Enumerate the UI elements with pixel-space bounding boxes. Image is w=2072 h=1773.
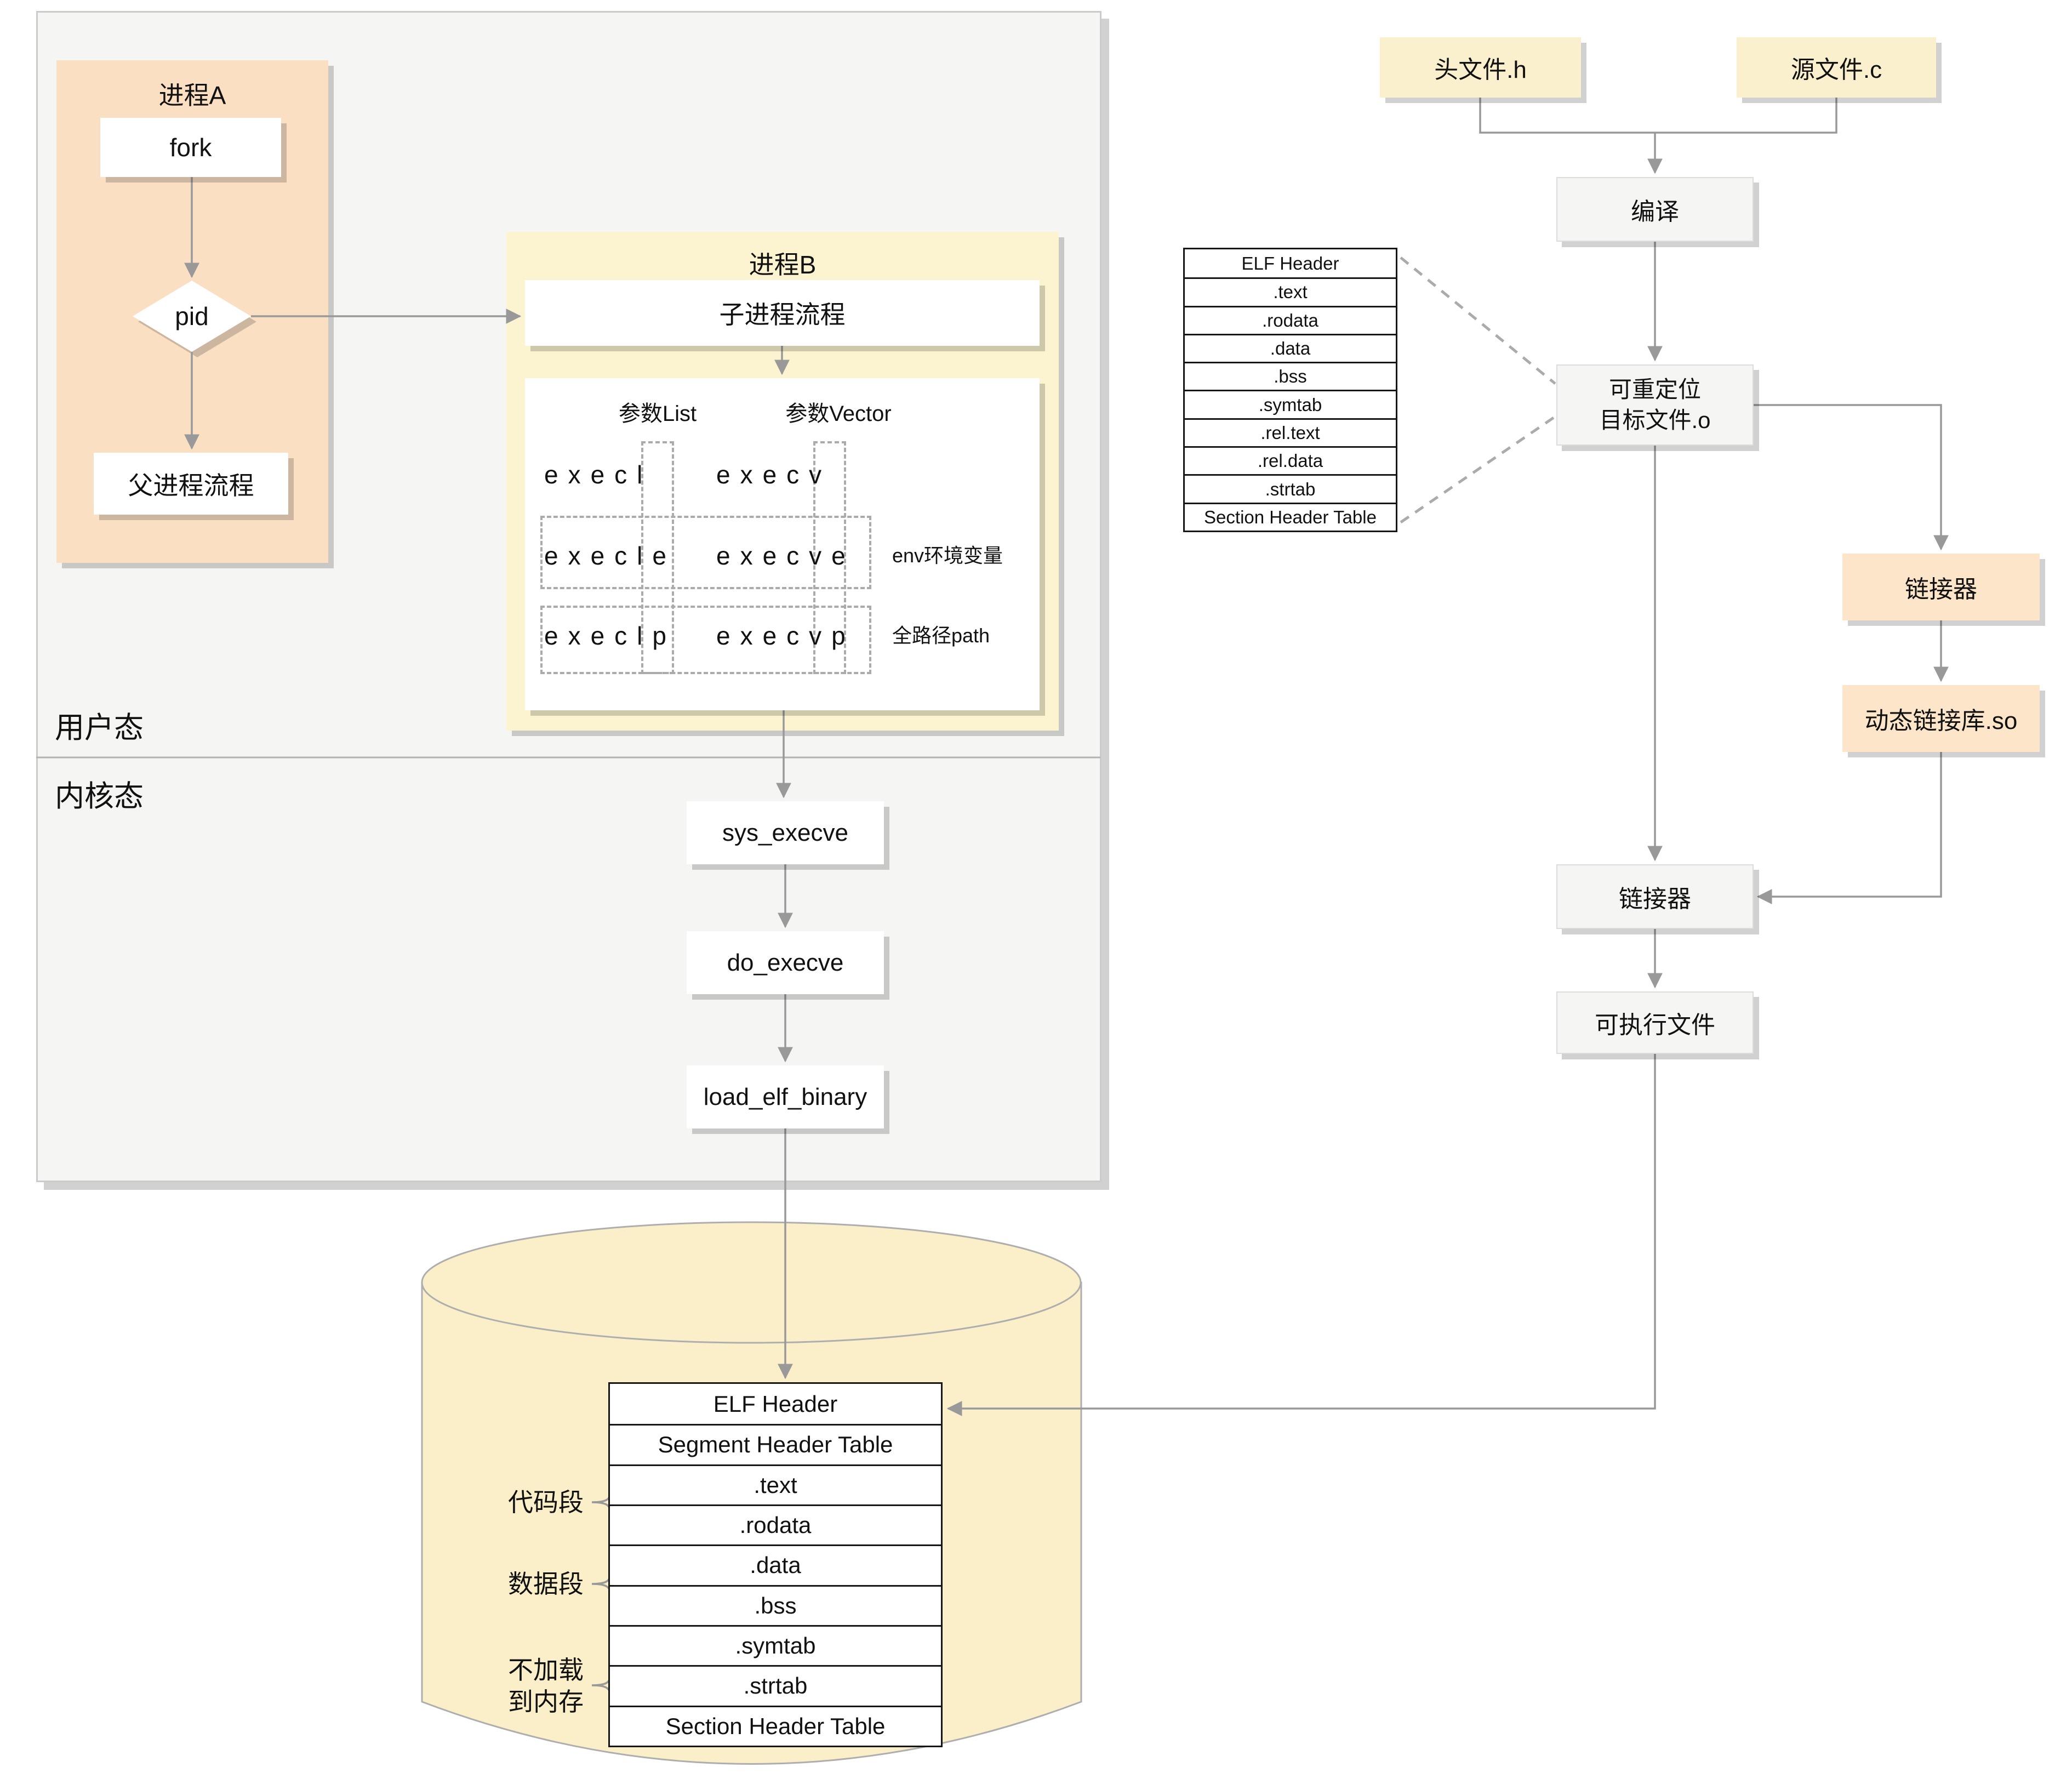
header-file-box: 头文件.h — [1380, 37, 1581, 98]
object-section-row: .data — [1185, 333, 1396, 362]
dashed-expand-top — [1400, 256, 1556, 385]
exec-word-execvp: execvp — [716, 622, 855, 650]
kernel-mode-label: 内核态 — [55, 780, 144, 813]
param-vector-header: 参数Vector — [785, 402, 892, 426]
noload-label-line1: 不加载 — [508, 1656, 584, 1684]
object-section-row: .rodata — [1185, 305, 1396, 334]
exec-word-execve: execve — [716, 541, 855, 570]
disk-elf-row: .text — [610, 1464, 941, 1504]
disk-elf-row: .data — [610, 1544, 941, 1584]
pid-label: pid — [175, 302, 209, 330]
disk-elf-row: .symtab — [610, 1625, 941, 1665]
compile-box: 编译 — [1556, 177, 1754, 242]
disk-elf-row: Section Header Table — [610, 1705, 941, 1746]
parent-flow-box: 父进程流程 — [94, 453, 288, 515]
param-list-header: 参数List — [618, 402, 697, 426]
dynamic-lib-box: 动态链接库.so — [1842, 685, 2040, 752]
load-elf-binary-box: load_elf_binary — [687, 1065, 884, 1128]
exec-word-execlp: execlp — [544, 622, 676, 650]
disk-elf-row: ELF Header — [713, 1390, 838, 1417]
noload-label-line2: 到内存 — [508, 1688, 584, 1716]
exec-word-execl: execl — [544, 460, 653, 489]
disk-elf-row: .strtab — [610, 1665, 941, 1705]
data-segment-label: 数据段 — [508, 1570, 584, 1598]
join-headers-sources — [1479, 98, 1837, 134]
fork-box: fork — [100, 118, 281, 177]
noload-segment-label: 不加载 到内存 — [460, 1654, 584, 1718]
exec-variants-box — [525, 378, 1040, 710]
user-mode-label: 用户态 — [55, 711, 144, 744]
relocatable-line2: 目标文件.o — [1599, 407, 1711, 433]
env-note: env环境变量 — [892, 544, 1003, 567]
lib-linker-box: 链接器 — [1842, 554, 2040, 620]
object-section-row: .symtab — [1185, 390, 1396, 418]
object-section-row: .rel.data — [1185, 446, 1396, 474]
dashed-expand-bottom — [1400, 415, 1556, 524]
disk-elf-row: .bss — [610, 1584, 941, 1625]
relocatable-line1: 可重定位 — [1608, 377, 1701, 402]
arrow-dynamiclib-to-linker — [1756, 752, 1942, 904]
linker-box: 链接器 — [1556, 864, 1754, 929]
executable-box: 可执行文件 — [1556, 991, 1754, 1054]
dashed-rect-path-row — [540, 606, 871, 674]
exec-word-execv: execv — [716, 460, 832, 489]
dashed-rect-env-row — [540, 516, 871, 589]
object-section-row: Section Header Table — [1185, 502, 1396, 531]
disk-elf-row: Segment Header Table — [610, 1424, 941, 1464]
sys-execve-box: sys_execve — [687, 801, 884, 864]
object-section-row: .rel.text — [1185, 418, 1396, 446]
arrow-relocatable-to-liblinker — [1754, 404, 1949, 551]
object-section-row: .strtab — [1185, 474, 1396, 502]
child-flow-box: 子进程流程 — [525, 280, 1040, 346]
object-section-row: .text — [1185, 277, 1396, 305]
object-section-row: ELF Header — [1241, 253, 1339, 273]
do-execve-box: do_execve — [687, 931, 884, 994]
process-a-title: 进程A — [158, 81, 226, 110]
object-sections-table: ELF Header.text.rodata.data.bss.symtab.r… — [1183, 248, 1397, 532]
process-b-title: 进程B — [749, 250, 817, 279]
relocatable-object-box: 可重定位 目标文件.o — [1556, 364, 1754, 446]
path-note: 全路径path — [892, 624, 990, 647]
exec-word-execle: execle — [544, 541, 676, 570]
code-segment-label: 代码段 — [508, 1488, 584, 1517]
disk-elf-row: .rodata — [610, 1504, 941, 1544]
object-section-row: .bss — [1185, 362, 1396, 390]
source-file-box: 源文件.c — [1737, 37, 1936, 98]
